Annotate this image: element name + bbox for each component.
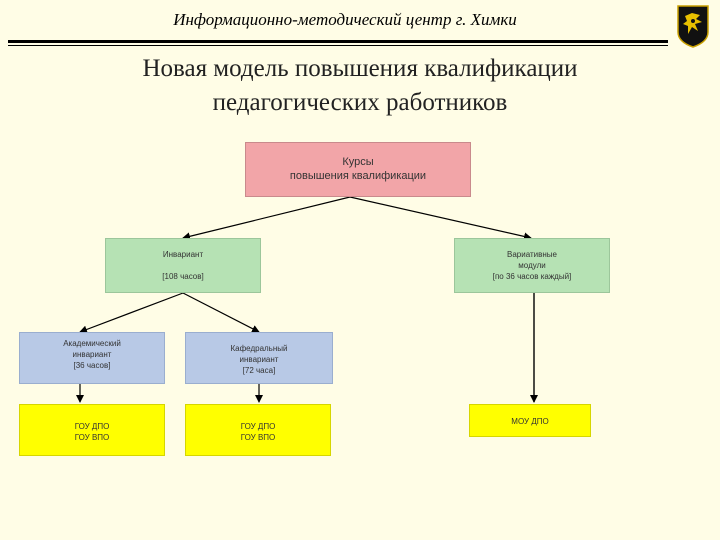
city-emblem-icon [677, 5, 709, 48]
variative-label: Вариативные модули [по 36 часов каждый] [492, 250, 572, 281]
slide-title: Новая модель повышения квалификации педа… [0, 52, 720, 120]
arrow-invariant-to-departmental [182, 292, 260, 333]
slide-title-line-2: педагогических работников [212, 89, 508, 116]
invariant-hours: [108 часов] [162, 272, 204, 281]
arrow-courses-to-invariant [182, 196, 351, 241]
header-rule-thick [8, 40, 668, 43]
arrow-courses-to-variative [349, 196, 532, 241]
gou-box-departmental: ГОУ ДПО ГОУ ВПО [185, 404, 331, 456]
academic-invariant-box: Академический инвариант [36 часов] [19, 332, 165, 384]
gou-box-academic: ГОУ ДПО ГОУ ВПО [19, 404, 165, 456]
departmental-invariant-label: Кафедральный инвариант [72 часа] [230, 344, 288, 375]
mou-box: МОУ ДПО [469, 404, 591, 437]
arrow-invariant-to-academic [79, 292, 184, 334]
invariant-box: Инвариант [108 часов] [105, 238, 261, 293]
header-rule-thin [8, 45, 668, 46]
slide-title-line-1: Новая модель повышения квалификации [142, 55, 578, 82]
invariant-name: Инвариант [162, 250, 204, 259]
header-title: Информационно-методический центр г. Химк… [173, 10, 517, 29]
variative-box: Вариативные модули [по 36 часов каждый] [454, 238, 610, 293]
gou-label-academic: ГОУ ДПО ГОУ ВПО [74, 422, 110, 442]
academic-invariant-label: Академический инвариант [36 часов] [63, 339, 121, 370]
departmental-invariant-box: Кафедральный инвариант [72 часа] [185, 332, 333, 384]
courses-box: Курсы повышения квалификации [245, 142, 471, 197]
mou-label: МОУ ДПО [511, 417, 549, 426]
gou-label-departmental: ГОУ ДПО ГОУ ВПО [240, 422, 276, 442]
courses-label: Курсы повышения квалификации [289, 156, 427, 182]
